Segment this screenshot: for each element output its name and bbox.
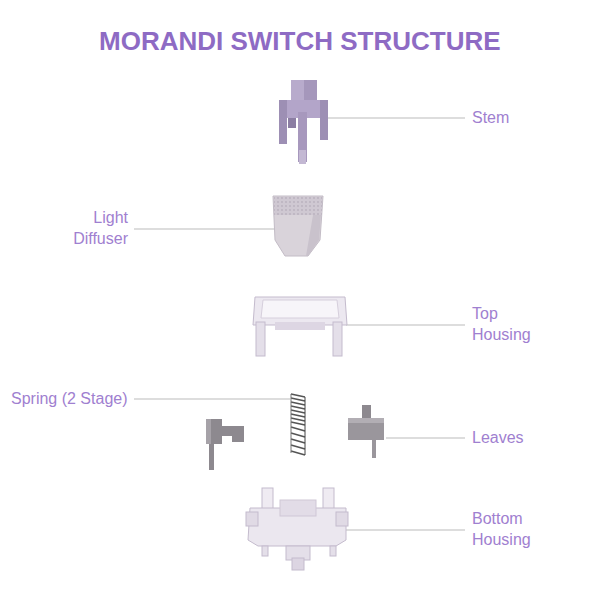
stem-part bbox=[279, 80, 328, 164]
light-diffuser-part bbox=[273, 196, 323, 256]
part-label: Light Diffuser bbox=[48, 208, 128, 250]
part-label: Bottom Housing bbox=[472, 509, 552, 551]
part-label: Leaves bbox=[472, 428, 524, 449]
leaf-part bbox=[206, 419, 244, 470]
leaf-part bbox=[348, 405, 384, 458]
diagram-title: MORANDI SWITCH STRUCTURE bbox=[99, 25, 501, 59]
part-label: Stem bbox=[472, 108, 509, 129]
top-housing-part bbox=[253, 297, 347, 356]
part-label: Top Housing bbox=[472, 304, 552, 346]
part-label: Spring (2 Stage) bbox=[11, 389, 128, 410]
spring-part bbox=[291, 394, 305, 455]
leader-lines bbox=[134, 118, 465, 530]
bottom-housing-part bbox=[246, 488, 348, 570]
